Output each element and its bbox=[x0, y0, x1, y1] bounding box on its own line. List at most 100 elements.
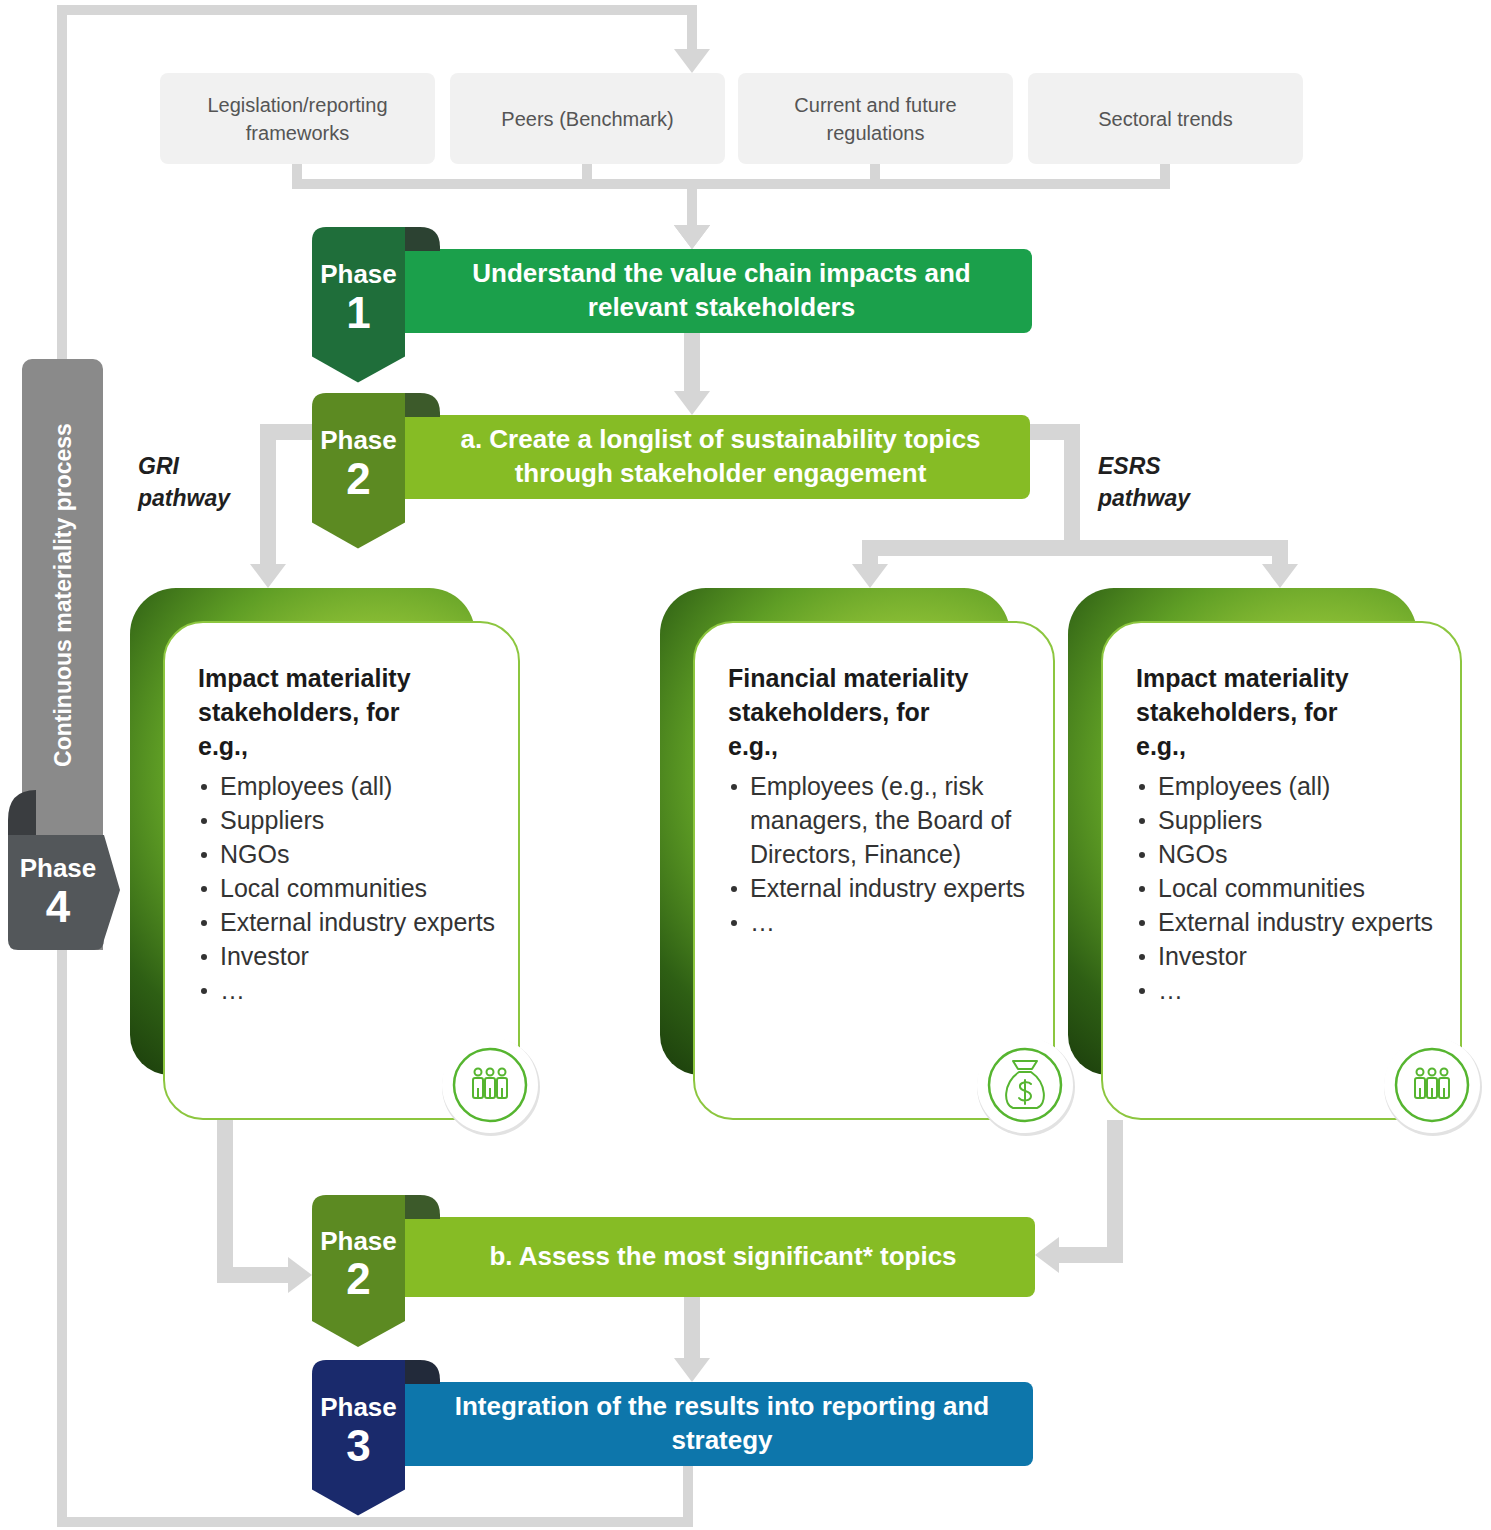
bullet-row: Local communities bbox=[1136, 871, 1442, 905]
icon-badge bbox=[975, 1035, 1075, 1135]
bullet-dot bbox=[201, 852, 207, 858]
bullet-item: External industry experts bbox=[1158, 905, 1442, 939]
input-box: Peers (Benchmark) bbox=[450, 73, 725, 164]
bag-body bbox=[1006, 1072, 1044, 1108]
phase-number: 1 bbox=[346, 289, 370, 337]
phase-title: b. Assess the most significant* topics bbox=[489, 1240, 956, 1274]
connector-line bbox=[587, 164, 692, 229]
arrow-head bbox=[250, 564, 286, 588]
flow-arrow bbox=[674, 164, 875, 249]
stakeholder-card: Impact materiality stakeholders, for e.g… bbox=[130, 588, 520, 1120]
flow-arrow bbox=[1030, 432, 1298, 588]
arrow-head bbox=[674, 391, 710, 415]
bullet-row: … bbox=[728, 905, 1035, 939]
card-heading: Financial materiality stakeholders, for … bbox=[728, 661, 973, 763]
bullet-item: External industry experts bbox=[750, 871, 1035, 905]
arrow-head bbox=[1262, 564, 1298, 588]
band-title: Continuous materiality process bbox=[45, 423, 81, 767]
connector-line bbox=[692, 164, 875, 229]
phase-word: Phase bbox=[20, 854, 97, 883]
bullet-item: NGOs bbox=[220, 837, 500, 871]
arrow-head bbox=[1035, 1237, 1059, 1273]
phase-bar: a. Create a longlist of sustainability t… bbox=[405, 415, 1030, 499]
bullet-item: … bbox=[1158, 973, 1442, 1007]
phase-word: Phase bbox=[320, 426, 397, 455]
connector-line bbox=[1030, 432, 1280, 568]
bullet-dot bbox=[1139, 988, 1145, 994]
icon-badge bbox=[1382, 1035, 1482, 1135]
icon-badge bbox=[440, 1035, 540, 1135]
phase-title: Integration of the results into reportin… bbox=[435, 1390, 1009, 1458]
arrow-head bbox=[674, 225, 710, 249]
person-legs bbox=[478, 1088, 502, 1099]
bullet-row: Investor bbox=[198, 939, 500, 973]
pathway-text: GRI pathway bbox=[138, 450, 258, 514]
bullet-dot bbox=[1139, 818, 1145, 824]
badge-shape bbox=[312, 227, 405, 383]
bullet-item: … bbox=[750, 905, 1035, 939]
arrow-head bbox=[674, 225, 710, 249]
bullet-dot bbox=[1139, 954, 1145, 960]
badge-label: Phase3 bbox=[312, 1360, 405, 1490]
person-head bbox=[1429, 1069, 1436, 1076]
bullet-dot bbox=[201, 886, 207, 892]
bullet-item: Suppliers bbox=[220, 803, 500, 837]
input-box: Current and future regulations bbox=[738, 73, 1013, 164]
bullet-row: Employees (all) bbox=[198, 769, 500, 803]
connector-line bbox=[684, 1297, 700, 1362]
phase-word: Phase bbox=[320, 1393, 397, 1422]
icon-shadow bbox=[442, 1038, 540, 1136]
bullet-item: Investor bbox=[220, 939, 500, 973]
person-head bbox=[1441, 1069, 1448, 1076]
bullet-row: … bbox=[1136, 973, 1442, 1007]
stakeholder-card: Impact materiality stakeholders, for e.g… bbox=[1068, 588, 1462, 1120]
phase-title: Understand the value chain impacts and r… bbox=[435, 257, 1008, 325]
bullet-dot bbox=[731, 784, 737, 790]
icon-ring bbox=[454, 1049, 526, 1121]
input-label: Legislation/reporting frameworks bbox=[183, 91, 413, 147]
icon-shadow bbox=[1384, 1038, 1482, 1136]
icon-disc bbox=[442, 1037, 538, 1133]
arrow-head bbox=[674, 225, 710, 249]
phase-step: a. Create a longlist of sustainability t… bbox=[312, 415, 1030, 499]
person-head bbox=[499, 1069, 506, 1076]
phase-word: Phase bbox=[320, 1227, 397, 1256]
badge-fold bbox=[8, 790, 36, 836]
connector-line bbox=[692, 164, 1165, 229]
badge-label: Phase2 bbox=[312, 1195, 405, 1321]
person-legs bbox=[1420, 1088, 1444, 1099]
bullet-dot bbox=[201, 818, 207, 824]
bullet-dot bbox=[1139, 852, 1145, 858]
bullet-dot bbox=[201, 954, 207, 960]
icon-shadow bbox=[977, 1038, 1075, 1136]
bullet-item: Local communities bbox=[1158, 871, 1442, 905]
flow-arrow bbox=[674, 333, 710, 415]
input-label: Sectoral trends bbox=[1098, 105, 1233, 133]
icon-disc bbox=[1384, 1037, 1480, 1133]
flow-arrow bbox=[225, 1120, 312, 1293]
pathway-label: GRI pathway bbox=[138, 450, 258, 514]
connector-line bbox=[1055, 1120, 1115, 1255]
bullet-item: Local communities bbox=[220, 871, 500, 905]
bullet-item: Employees (all) bbox=[220, 769, 500, 803]
connector-line bbox=[225, 1120, 292, 1275]
phase-step: Understand the value chain impacts and r… bbox=[312, 249, 1032, 333]
bullet-item: External industry experts bbox=[220, 905, 500, 939]
bullet-item: NGOs bbox=[1158, 837, 1442, 871]
stakeholder-card: Financial materiality stakeholders, for … bbox=[660, 588, 1055, 1120]
bullet-row: External industry experts bbox=[1136, 905, 1442, 939]
person-head bbox=[475, 1069, 482, 1076]
badge-shape bbox=[312, 393, 405, 549]
icon-ring bbox=[989, 1049, 1061, 1121]
bullet-row: … bbox=[198, 973, 500, 1007]
bullet-row: Employees (all) bbox=[1136, 769, 1442, 803]
pathway-label: ESRS pathway bbox=[1098, 450, 1218, 514]
arrow-head bbox=[674, 1358, 710, 1382]
bullet-row: Investor bbox=[1136, 939, 1442, 973]
icon-ring bbox=[1396, 1049, 1468, 1121]
input-label: Current and future regulations bbox=[761, 91, 991, 147]
phase-band: Continuous materiality processPhase4 bbox=[22, 359, 103, 950]
bullet-dot bbox=[201, 988, 207, 994]
input-label: Peers (Benchmark) bbox=[501, 105, 673, 133]
bullet-dot bbox=[731, 920, 737, 926]
